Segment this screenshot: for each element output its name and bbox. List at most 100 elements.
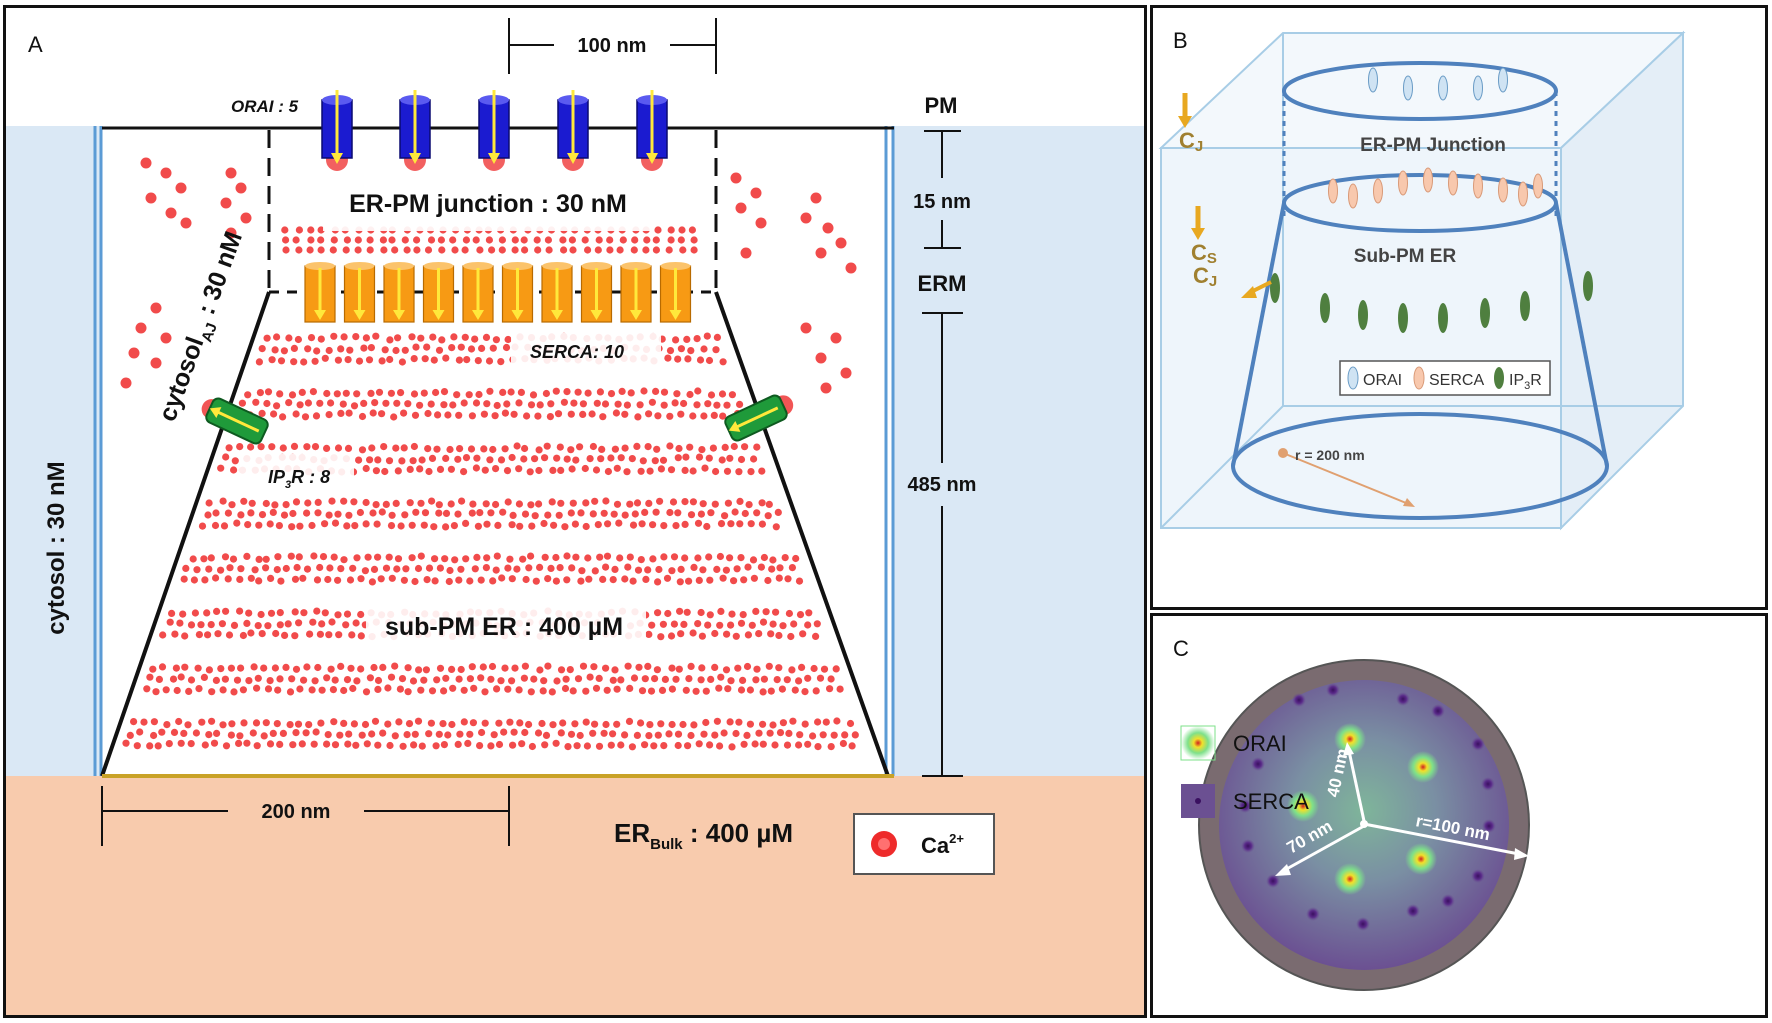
calcium-ion <box>677 630 685 638</box>
calcium-ion <box>258 345 266 353</box>
cytosol-label: cytosol : 30 nM <box>43 461 70 634</box>
calcium-ion <box>523 412 531 420</box>
b-legend-ip3r-sub: 3 <box>1524 380 1530 392</box>
calcium-ion <box>481 688 489 696</box>
serca-top <box>344 262 375 270</box>
calcium-ion <box>262 499 270 508</box>
calcium-ion <box>429 333 437 341</box>
calcium-ion <box>477 674 485 682</box>
calcium-ion <box>195 685 203 693</box>
orai-channel <box>636 90 668 171</box>
calcium-ion <box>522 575 530 584</box>
calcium-ion <box>377 575 385 583</box>
calcium-ion <box>790 620 798 628</box>
calcium-ion <box>217 665 225 673</box>
calcium-ion <box>611 565 619 574</box>
calcium-ion <box>633 499 642 507</box>
calcium-ion <box>681 520 689 529</box>
ip3r-channel-left <box>201 397 269 445</box>
calcium-ion <box>542 389 551 398</box>
calcium-ion <box>644 566 652 574</box>
calcium-ion <box>801 720 809 728</box>
calcium-ion <box>521 728 529 737</box>
calcium-ion <box>262 719 270 727</box>
calcium-ion <box>450 333 458 341</box>
calcium-ion <box>516 522 524 530</box>
ip3r-arrow <box>733 406 779 430</box>
calcium-ion <box>358 446 367 454</box>
calcium-ion <box>737 686 746 694</box>
calcium-ion <box>656 497 664 505</box>
b-orai-channel <box>1403 75 1413 101</box>
c-serca-spot <box>1482 819 1496 833</box>
c-serca-spot <box>1326 683 1340 697</box>
calcium-ion <box>356 508 364 517</box>
calcium-ion <box>361 720 370 729</box>
c-dim-r100-head <box>1514 848 1529 860</box>
er-bulk-sub: Bulk <box>650 836 683 853</box>
calcium-ion <box>683 335 691 343</box>
c-serca-spot <box>1396 692 1410 706</box>
calcium-ion <box>567 446 575 454</box>
calcium-ion <box>670 620 679 628</box>
calcium-ion <box>531 512 539 520</box>
calcium-ion <box>264 685 273 693</box>
calcium-ion <box>165 207 177 219</box>
calcium-ion <box>668 567 676 575</box>
calcium-ion <box>311 357 319 365</box>
calcium-ion <box>796 731 804 739</box>
calcium-ion <box>190 576 198 584</box>
calcium-ion <box>681 554 689 562</box>
calcium-ion <box>679 720 687 729</box>
calcium-ion <box>627 389 635 397</box>
calcium-ion <box>420 676 428 684</box>
calcium-ion <box>462 519 470 527</box>
calcium-ion <box>724 499 733 507</box>
calcium-ion <box>660 388 669 396</box>
calcium-ion <box>213 729 221 738</box>
calcium-ion <box>775 664 783 672</box>
calcium-ion <box>351 522 359 530</box>
calcium-ion <box>814 743 822 751</box>
calcium-ion <box>499 388 507 396</box>
calcium-ion <box>657 720 665 728</box>
calcium-ion <box>391 246 399 254</box>
calcium-ion <box>397 522 405 530</box>
calcium-ion <box>567 730 576 738</box>
calcium-ion <box>694 554 702 562</box>
b-ip3r-channel <box>1438 303 1448 333</box>
calcium-ion <box>721 512 729 520</box>
calcium-ion <box>412 508 420 516</box>
calcium-ion <box>690 563 698 572</box>
calcium-ion <box>677 236 685 244</box>
ip3r-post: R : 8 <box>291 467 330 487</box>
b-serca-pump <box>1328 178 1338 204</box>
calcium-ion <box>476 742 484 750</box>
calcium-ion <box>309 388 317 396</box>
calcium-ion <box>639 457 647 465</box>
calcium-ion <box>542 731 551 740</box>
calcium-ion <box>408 333 416 341</box>
calcium-ion <box>816 674 825 682</box>
calcium-ion <box>492 566 500 574</box>
calcium-ion <box>752 676 760 684</box>
calcium-ion <box>301 413 310 421</box>
calcium-ion <box>313 576 322 584</box>
calcium-ion <box>698 446 706 454</box>
calcium-ion <box>236 575 244 584</box>
calcium-ion <box>324 575 332 584</box>
calcium-ion <box>497 358 505 366</box>
calcium-ion <box>526 468 534 476</box>
calcium-ion <box>753 665 761 673</box>
calcium-ion <box>637 467 645 475</box>
c-serca-spot <box>1306 907 1320 921</box>
calcium-ion <box>200 555 208 563</box>
calcium-ion <box>687 511 696 519</box>
calcium-ion <box>698 664 706 672</box>
calcium-ion <box>295 553 303 561</box>
calcium-ion <box>318 686 326 694</box>
cytosol-aj-sub: AJ <box>198 321 221 345</box>
serca-pump <box>541 262 573 323</box>
calcium-ion <box>612 409 621 417</box>
calcium-ion <box>372 501 380 509</box>
